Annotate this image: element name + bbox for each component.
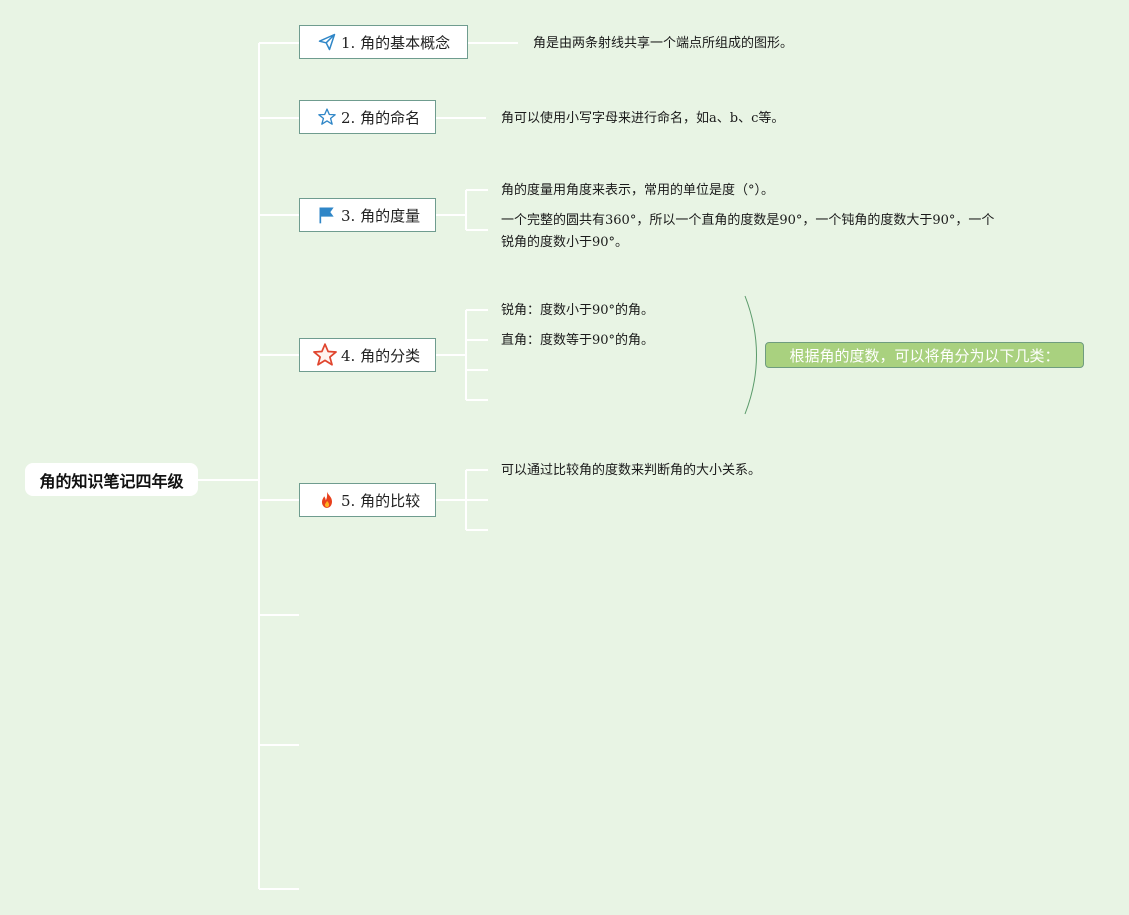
summary-bracket [744, 295, 757, 415]
leaf-measure-unit: 角的度量用角度来表示，常用的单位是度（°）。 [501, 183, 775, 198]
leaf-acute-angle: 锐角：度数小于90°的角。 [501, 303, 655, 318]
leaf-right-angle: 直角：度数等于90°的角。 [501, 333, 655, 348]
topic-label: 5. 角的比较 [341, 491, 421, 510]
topic-label: 1. 角的基本概念 [341, 33, 451, 52]
topic-naming[interactable]: 2. 角的命名 [299, 100, 436, 134]
paper-plane-icon [316, 31, 338, 53]
topic-label: 4. 角的分类 [341, 346, 421, 365]
topic-label: 3. 角的度量 [341, 206, 421, 225]
summary-callout[interactable]: 根据角的度数，可以将角分为以下几类： [765, 342, 1084, 368]
topic-basic-concept[interactable]: 1. 角的基本概念 [299, 25, 468, 59]
leaf-measure-circle: 一个完整的圆共有360°，所以一个直角的度数是90°，一个钝角的度数大于90°，… [501, 213, 995, 250]
red-star-icon [312, 342, 338, 368]
flag-icon [316, 204, 338, 226]
root-topic[interactable]: 角的知识笔记四年级 [25, 463, 198, 496]
leaf-concept: 角是由两条射线共享一个端点所组成的图形。 [533, 36, 794, 51]
topic-measurement[interactable]: 3. 角的度量 [299, 198, 436, 232]
root-title: 角的知识笔记四年级 [39, 471, 184, 491]
star-outline-icon [316, 106, 338, 128]
topic-comparison[interactable]: 5. 角的比较 [299, 483, 436, 517]
leaf-compare: 可以通过比较角的度数来判断角的大小关系。 [501, 463, 762, 478]
summary-label: 根据角的度数，可以将角分为以下几类： [789, 346, 1060, 365]
fire-icon [316, 489, 338, 511]
leaf-naming: 角可以使用小写字母来进行命名，如a、b、c等。 [501, 111, 785, 126]
topic-label: 2. 角的命名 [341, 108, 421, 127]
topic-classification[interactable]: 4. 角的分类 [299, 338, 436, 372]
